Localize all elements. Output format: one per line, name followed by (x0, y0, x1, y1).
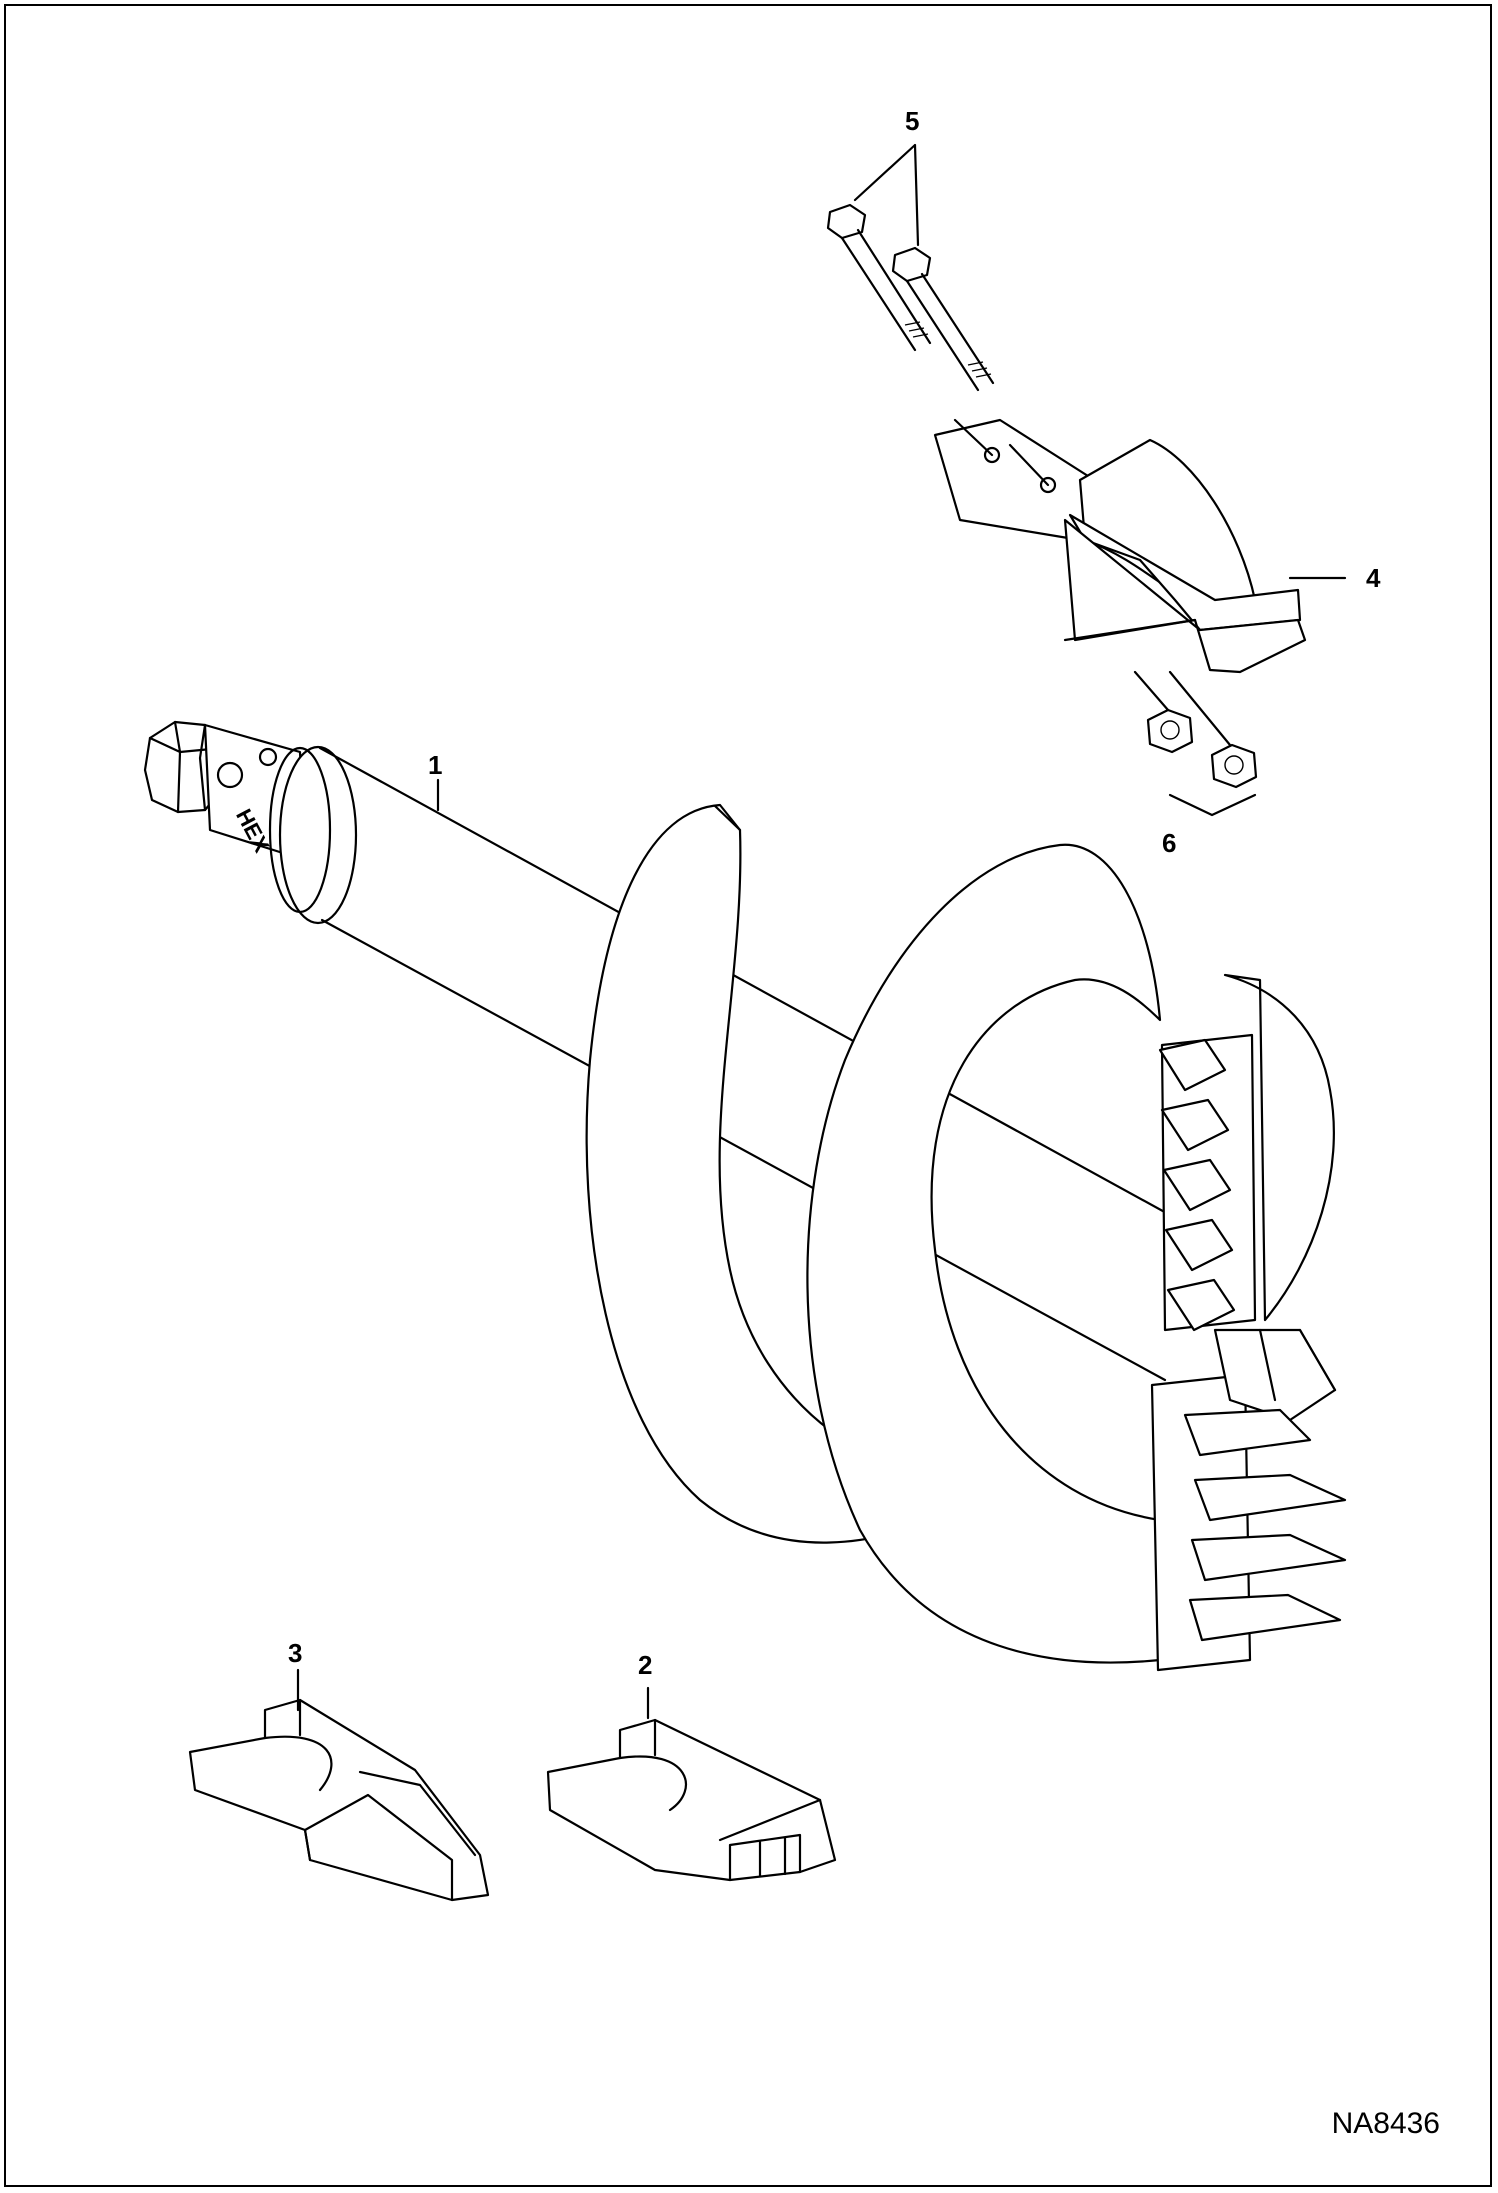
callout-6: 6 (1162, 828, 1177, 858)
auger-shaft: HEX (143, 720, 1172, 1382)
callout-4: 4 (1366, 563, 1381, 593)
bolts (826, 203, 1050, 487)
callout-1: 1 (428, 750, 443, 780)
callout-3: 3 (288, 1638, 303, 1668)
auger-flighting (585, 803, 1347, 1672)
pilot-point (933, 418, 1307, 674)
leader-lines (296, 143, 1347, 1720)
nuts (1133, 670, 1258, 789)
callout-2: 2 (638, 1650, 653, 1680)
callout-5: 5 (905, 106, 920, 136)
flat-tooth (546, 1718, 837, 1882)
drawing-number: NA8436 (1331, 2107, 1440, 2140)
cutter-tooth (188, 1698, 490, 1902)
